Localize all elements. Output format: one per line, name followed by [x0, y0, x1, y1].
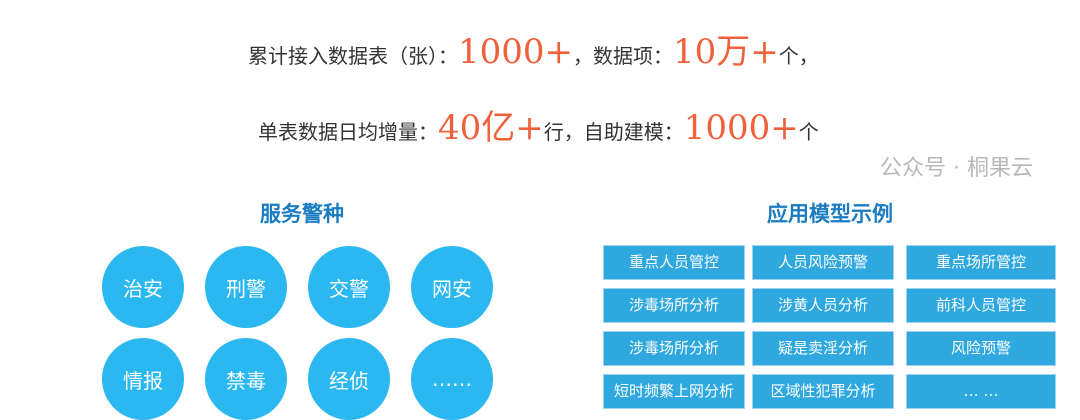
service-circle: 经侦: [308, 338, 390, 420]
label: 行，自助建模：: [543, 120, 684, 144]
service-circle: 禁毒: [205, 338, 287, 420]
model-box: 短时频繁上网分析: [603, 374, 745, 409]
label: 个，: [778, 44, 819, 68]
models-title: 应用模型示例: [767, 202, 893, 226]
watermark: 公众号 · 桐果云: [880, 156, 1033, 181]
model-box: 重点场所管控: [906, 245, 1056, 280]
service-circle: 治安: [102, 246, 184, 328]
table-count: 1000+: [458, 32, 574, 72]
stats-line-2: 单表数据日均增量：40亿+行，自助建模：1000+个: [258, 100, 819, 149]
model-box: 重点人员管控: [603, 245, 745, 280]
service-circle: ……: [411, 338, 493, 420]
model-box: 人员风险预警: [752, 245, 894, 280]
label: 个: [798, 120, 819, 144]
services-title: 服务警种: [260, 202, 344, 226]
model-box: 涉毒场所分析: [603, 288, 745, 323]
label: 累计接入数据表（张）：: [248, 44, 458, 68]
model-box: 疑是卖淫分析: [752, 331, 894, 366]
label: 单表数据日均增量：: [258, 120, 438, 144]
item-count: 10万+: [673, 32, 779, 72]
service-circle: 刑警: [205, 246, 287, 328]
service-circle: 情报: [102, 338, 184, 420]
stats-line-1: 累计接入数据表（张）：1000+，数据项：10万+个，: [248, 24, 819, 73]
service-circle: 交警: [308, 246, 390, 328]
model-box: 涉黄人员分析: [752, 288, 894, 323]
daily-increment: 40亿+: [438, 108, 544, 148]
label: ，数据项：: [573, 44, 674, 68]
model-box: 前科人员管控: [906, 288, 1056, 323]
model-box: 涉毒场所分析: [603, 331, 745, 366]
model-box: 风险预警: [906, 331, 1056, 366]
model-box: 区域性犯罪分析: [752, 374, 894, 409]
model-count: 1000+: [683, 108, 799, 148]
service-circle: 网安: [411, 246, 493, 328]
model-box: … …: [906, 374, 1056, 409]
